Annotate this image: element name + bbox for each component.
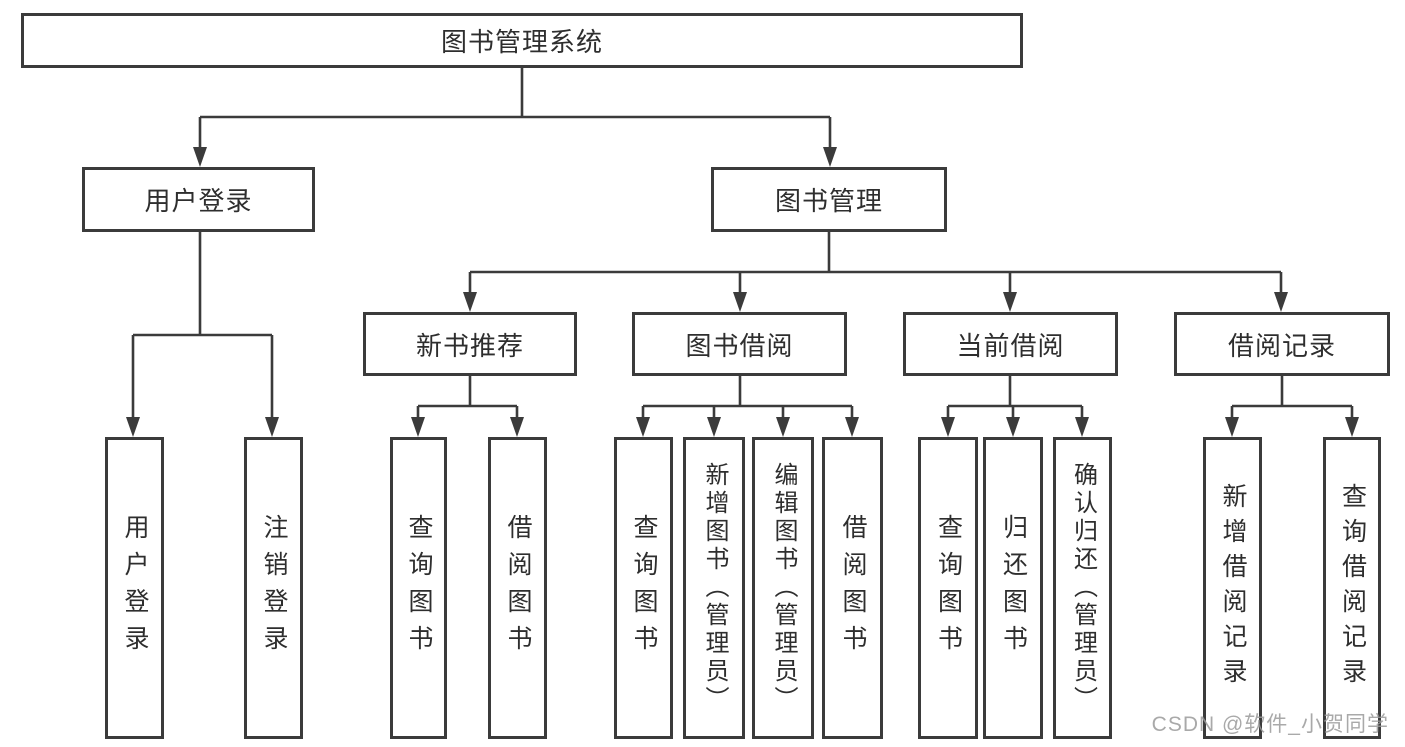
node-user-login: 用户登录 bbox=[82, 167, 315, 232]
leaf-edit-books-admin-label: 编辑图书（管理员） bbox=[770, 462, 797, 714]
node-root: 图书管理系统 bbox=[21, 13, 1023, 68]
node-new-book-recommend-label: 新书推荐 bbox=[415, 330, 524, 361]
leaf-edit-books-admin: 编辑图书（管理员） bbox=[752, 437, 814, 739]
leaf-logout-label: 注销登录 bbox=[260, 514, 288, 662]
node-book-borrow-label: 图书借阅 bbox=[685, 330, 794, 361]
node-current-borrow-label: 当前借阅 bbox=[956, 330, 1065, 361]
leaf-add-borrow-record: 新增借阅记录 bbox=[1203, 437, 1262, 739]
leaf-query-books-2-label: 查询图书 bbox=[630, 514, 658, 662]
leaf-query-borrow-record: 查询借阅记录 bbox=[1323, 437, 1381, 739]
connector-current-borrow bbox=[946, 376, 1084, 419]
leaf-borrow-books-2-label: 借阅图书 bbox=[839, 514, 867, 662]
leaf-add-borrow-record-label: 新增借阅记录 bbox=[1219, 483, 1247, 693]
leaf-logout: 注销登录 bbox=[244, 437, 303, 739]
connector-root bbox=[198, 68, 832, 149]
leaf-borrow-books-1: 借阅图书 bbox=[488, 437, 547, 739]
node-current-borrow: 当前借阅 bbox=[903, 312, 1118, 376]
node-new-book-recommend: 新书推荐 bbox=[363, 312, 577, 376]
connector-user-login bbox=[131, 232, 274, 419]
leaf-query-books-3-label: 查询图书 bbox=[934, 514, 963, 662]
leaf-query-books-3: 查询图书 bbox=[918, 437, 978, 739]
node-borrow-records: 借阅记录 bbox=[1174, 312, 1390, 376]
leaf-return-books: 归还图书 bbox=[983, 437, 1043, 739]
leaf-query-books-2: 查询图书 bbox=[614, 437, 673, 739]
csdn-watermark: CSDN @软件_小贺同学 bbox=[1151, 713, 1389, 736]
connector-borrow-records bbox=[1230, 376, 1354, 419]
node-borrow-records-label: 借阅记录 bbox=[1227, 330, 1336, 361]
connector-book-management bbox=[468, 232, 1283, 294]
connector-book-borrow bbox=[641, 376, 854, 419]
leaf-query-books-1-label: 查询图书 bbox=[405, 514, 433, 662]
node-book-management: 图书管理 bbox=[711, 167, 947, 232]
leaf-return-books-label: 归还图书 bbox=[999, 514, 1028, 662]
leaf-borrow-books-1-label: 借阅图书 bbox=[504, 514, 532, 662]
leaf-confirm-return-admin: 确认归还（管理员） bbox=[1053, 437, 1112, 739]
node-book-management-label: 图书管理 bbox=[774, 186, 883, 216]
leaf-query-books-1: 查询图书 bbox=[390, 437, 447, 739]
leaf-query-borrow-record-label: 查询借阅记录 bbox=[1338, 483, 1367, 693]
node-user-login-label: 用户登录 bbox=[144, 186, 253, 216]
leaf-confirm-return-admin-label: 确认归还（管理员） bbox=[1069, 462, 1097, 714]
leaf-add-books-admin: 新增图书（管理员） bbox=[683, 437, 745, 739]
leaf-user-login-label: 用户登录 bbox=[121, 514, 149, 662]
leaf-user-login: 用户登录 bbox=[105, 437, 164, 739]
node-root-label: 图书管理系统 bbox=[440, 27, 603, 57]
connector-new-book-recommend bbox=[416, 376, 519, 419]
leaf-add-books-admin-label: 新增图书（管理员） bbox=[701, 462, 728, 714]
node-book-borrow: 图书借阅 bbox=[632, 312, 847, 376]
leaf-borrow-books-2: 借阅图书 bbox=[822, 437, 883, 739]
